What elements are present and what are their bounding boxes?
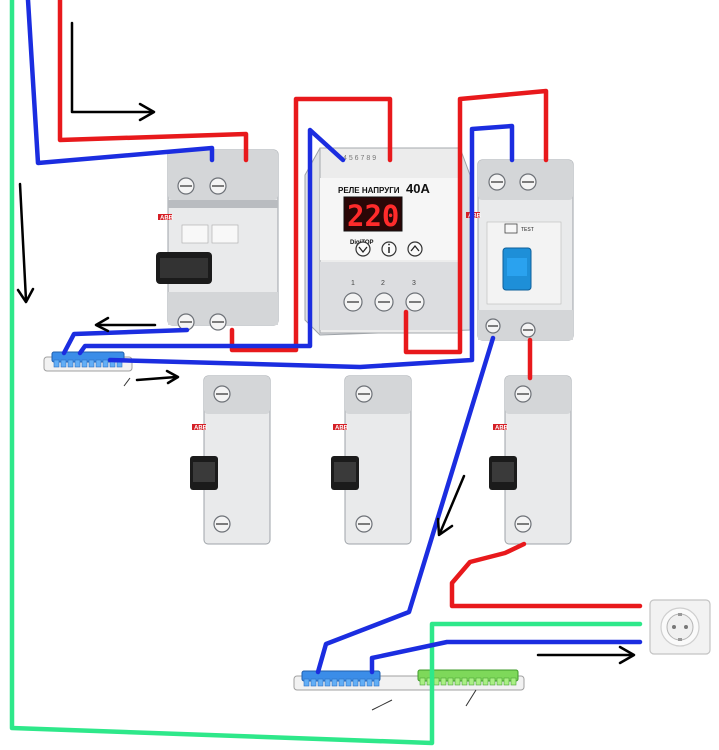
neutral-wire-breaker-to-bus [61,327,190,356]
info-icon[interactable] [381,241,397,257]
bus-bar-tooth [95,359,102,368]
relay-label: РЕЛЕ НАПРУГИ [338,186,400,195]
input-breaker-2p: ABB [156,149,279,331]
up-arrow-icon[interactable] [407,241,423,257]
bus-bar-tooth [468,677,475,686]
breaker-2-brand: ABB [335,426,349,432]
rcd-brand-label: ABB [468,214,482,220]
breaker-1: ABB [190,375,271,545]
phase-wire-to-rcd [403,88,549,355]
phase-wire-input [57,0,249,163]
arrow-right-icon [135,369,180,385]
bus-bar-tooth [338,678,345,687]
phase-wire-to-socket [449,541,643,609]
arrow-right-icon [70,21,156,122]
arrow-down-icon [16,182,35,304]
bus-bar-tooth [461,677,468,686]
neutral-wire-rcd-to-bus-bottom [315,335,496,675]
bus-bar-tooth [345,678,352,687]
relay-terminal-1: 1 [351,280,355,287]
bus-bar-tooth [67,359,74,368]
bus-bar-tooth [359,678,366,687]
breaker-2: ABB [331,375,412,545]
bus-bar-tooth [352,678,359,687]
breaker-3: ABB [489,375,572,545]
bus-bar-tooth [102,359,109,368]
rcd: ABB TEST [466,159,574,341]
breaker-3-brand: ABB [495,426,509,432]
leader-line [123,377,131,387]
bus-bar-tooth [310,678,317,687]
leader-line [371,699,393,711]
voltage-relay: 4 5 6 7 8 9 РЕЛЕ НАПРУГИ 40A 220 DigiTOP… [304,147,471,336]
bus-bar-tooth [81,359,88,368]
test-button[interactable] [504,223,518,234]
power-socket[interactable] [649,599,711,655]
brand-strip [158,214,172,220]
leader-line [465,689,477,707]
bus-bar-tooth [419,677,426,686]
relay-terminal-2: 2 [381,280,385,287]
ground-bus-bar [417,669,519,686]
bus-bar-tooth [317,678,324,687]
voltage-display-value: 220 [347,199,399,233]
voltage-display [343,196,403,232]
down-arrow-icon[interactable] [355,241,371,257]
bus-bar-tooth [331,678,338,687]
brand-label: ABB [160,216,174,222]
bus-bar-tooth [475,677,482,686]
bus-bar-tooth [510,677,517,686]
bus-bar-tooth [433,677,440,686]
breaker-1-brand: ABB [194,426,208,432]
test-label: TEST [521,227,534,233]
neutral-wire-relay-to-bus [77,127,346,356]
neutral-wire-bus-to-rcd [107,123,515,370]
bus-bar-tooth [440,677,447,686]
bus-bar-tooth [496,677,503,686]
bus-bar-tooth [447,677,454,686]
relay-terminal-3: 3 [412,280,416,287]
neutral-wire-input [25,0,215,166]
bus-bar-tooth [74,359,81,368]
arrow-right-icon [536,645,636,665]
bus-bar-tooth [373,678,380,687]
neutral-wire-to-socket [369,639,643,675]
bus-bar-tooth [366,678,373,687]
ground-wire-main [9,0,643,746]
bus-bar-tooth [489,677,496,686]
relay-top-terminals: 4 5 6 7 8 9 [343,155,376,162]
bus-bar-tooth [454,677,461,686]
bus-bar-tooth [60,359,67,368]
bus-bar-tooth [88,359,95,368]
bus-bar-tooth [53,359,60,368]
bus-bar-tooth [482,677,489,686]
arrow-down-left-icon [436,474,466,537]
bus-bar-tooth [503,677,510,686]
arrow-left-icon [94,316,157,333]
bus-bar-tooth [303,678,310,687]
relay-rating: 40A [406,181,430,196]
bus-bar-tooth [324,678,331,687]
